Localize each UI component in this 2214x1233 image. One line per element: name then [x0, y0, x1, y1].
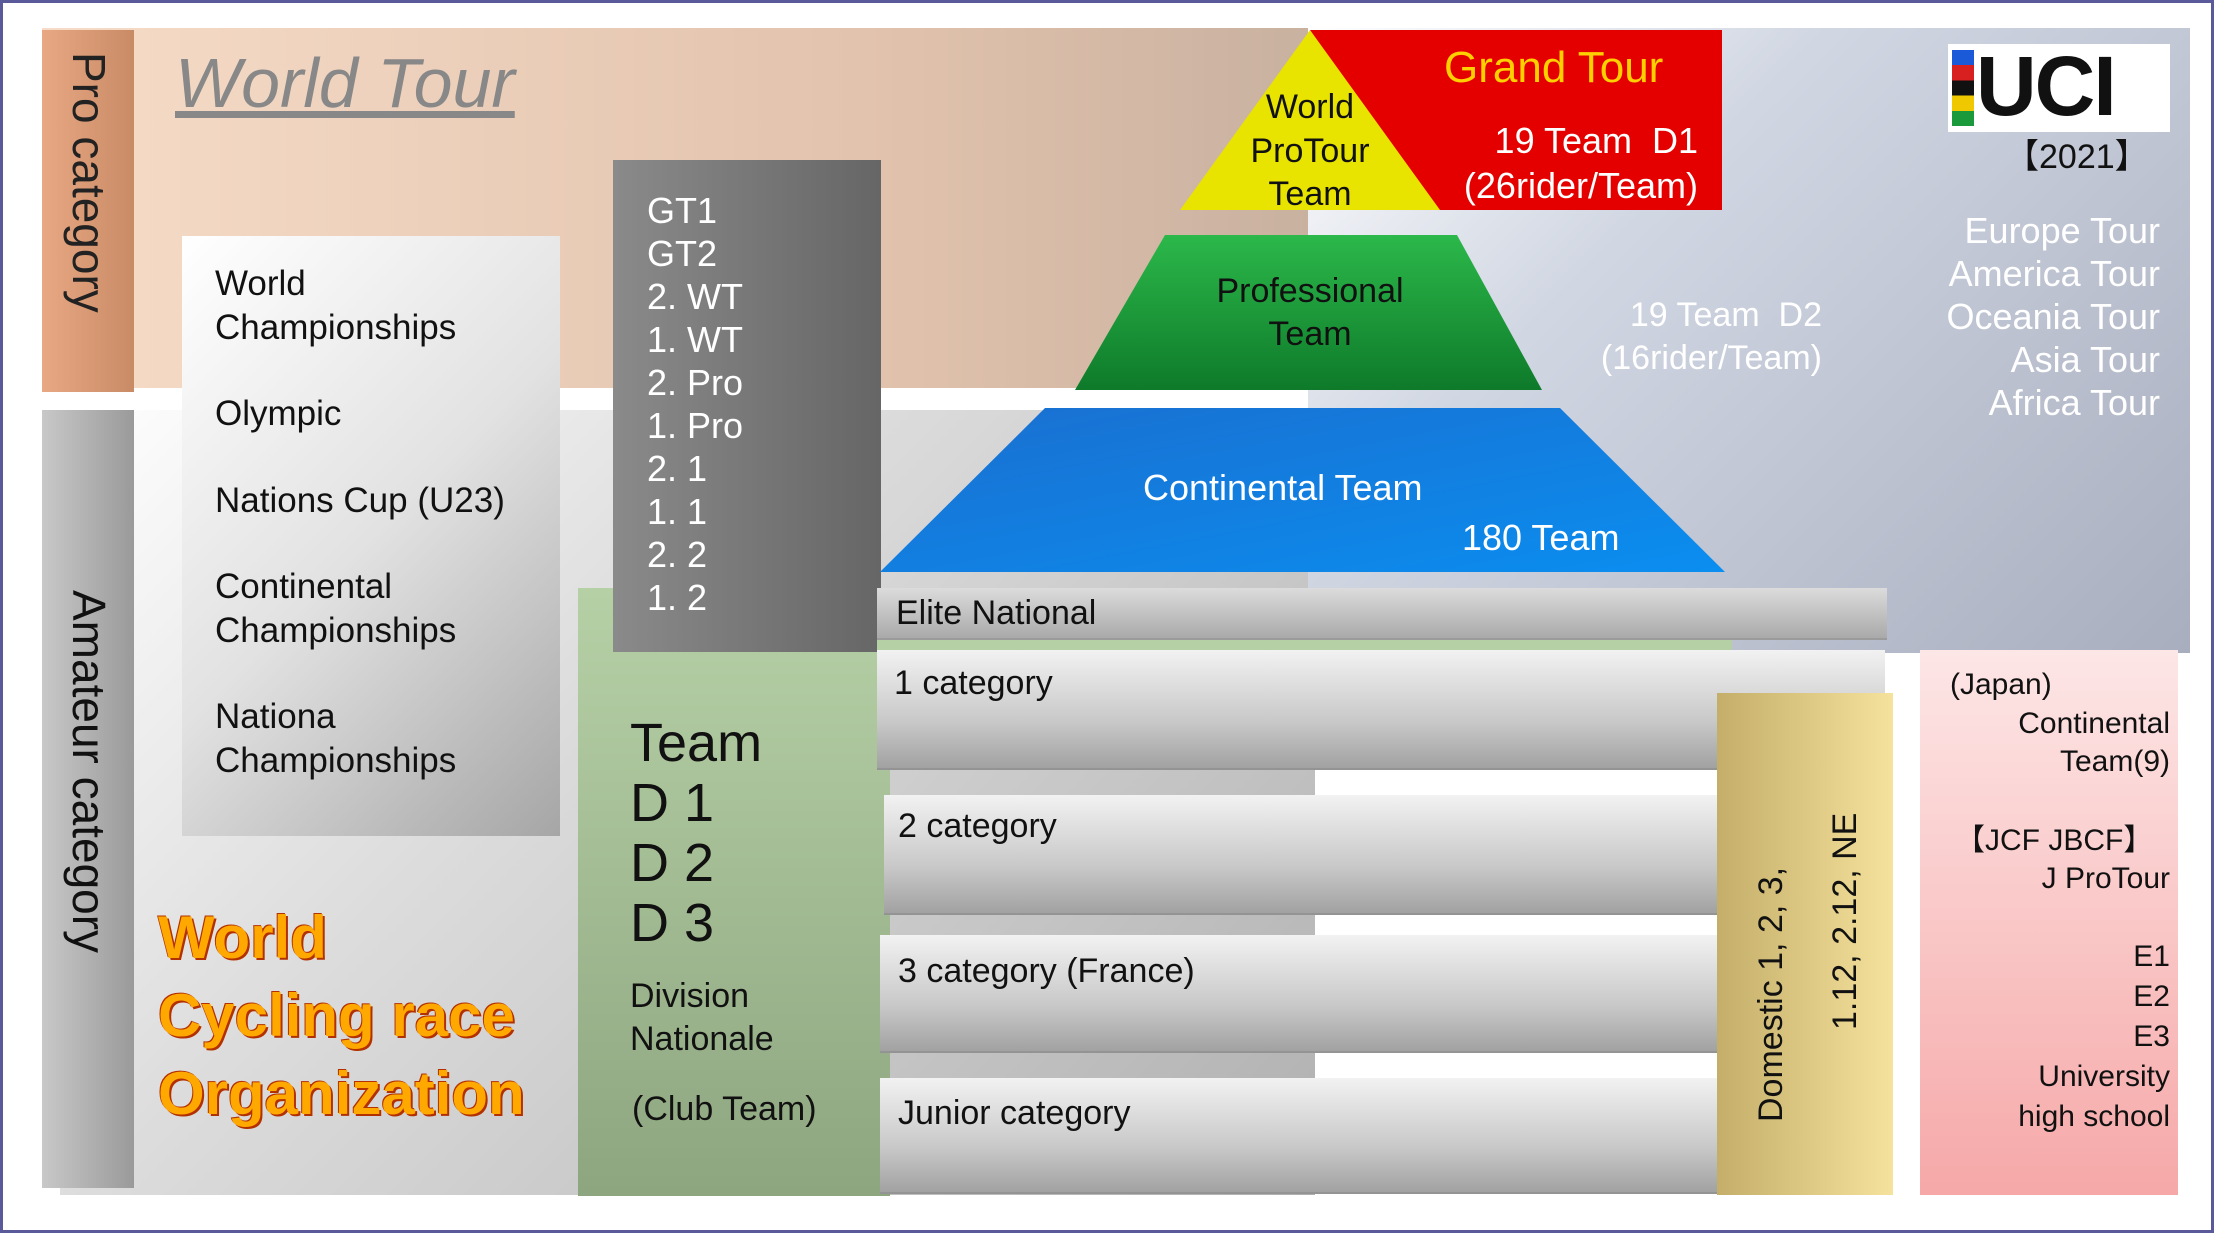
race-class-item: GT2: [647, 233, 718, 274]
club-team-line-3: D 2: [630, 833, 715, 893]
race-class-item: 1. WT: [647, 319, 743, 360]
competition-continental-championships: Continental Championships: [215, 567, 457, 650]
category-label-1: 1 category: [894, 664, 1053, 702]
grand-tour-detail: 19 Team D1 (26rider/Team): [1463, 120, 1698, 206]
race-class-item: 2. 2: [647, 534, 708, 575]
category-label-2: 2 category: [898, 807, 1057, 845]
organization-line-1: World: [158, 904, 327, 971]
continental-tour-item: Europe Tour: [1964, 210, 2160, 251]
pro-category-box: [42, 30, 134, 392]
category-label-junior: Junior category: [898, 1094, 1131, 1132]
continental-trapezoid: [880, 408, 1725, 572]
japan-box: [1920, 650, 2178, 1195]
club-team-line-1: Team: [630, 713, 763, 773]
protour-triangle: [1180, 30, 1440, 210]
race-class-item: GT1: [647, 190, 718, 231]
club-team-line-2: D 1: [630, 773, 715, 833]
grand-tour-title: Grand Tour: [1444, 43, 1664, 92]
race-class-item: 1. 1: [647, 491, 708, 532]
club-team-line-4: D 3: [630, 893, 715, 953]
domestic-box: [1717, 693, 1893, 1195]
grand-tour-box: [1310, 30, 1722, 210]
organization-line-2: Cycling race: [158, 982, 515, 1049]
club-team-label: (Club Team): [632, 1090, 817, 1128]
professional-label: Professional Team: [1216, 272, 1404, 353]
division-nationale: Division Nationale: [630, 977, 774, 1058]
continental-tour-item: Oceania Tour: [1946, 296, 2160, 337]
race-class-item: 1. Pro: [647, 405, 744, 446]
continental-tour-item: Africa Tour: [1988, 382, 2160, 423]
competition-olympic: Olympic: [215, 394, 342, 433]
amateur-category-box: [42, 410, 134, 1188]
club-team-box: [578, 588, 890, 1196]
continental-count: 180 Team: [1462, 517, 1620, 558]
japan-level-item: E2: [2133, 980, 2170, 1013]
green-strip: [877, 640, 1732, 650]
competition-world-championships: World Championships: [215, 264, 457, 347]
organization-line-3: Organization: [158, 1060, 525, 1127]
japan-continental: Continental Team(9): [2018, 707, 2170, 778]
category-bar-elite: [877, 588, 1887, 640]
japan-level-item: E1: [2133, 940, 2170, 973]
japan-league: 【JCF JBCF】: [1955, 824, 2154, 857]
japan-level-item: E3: [2133, 1020, 2170, 1053]
japan-country: (Japan): [1950, 668, 2052, 701]
uci-logo: UCI: [1948, 40, 2170, 132]
category-label-3: 3 category (France): [898, 952, 1195, 990]
japan-protour: J ProTour: [2041, 862, 2170, 895]
race-class-box: [613, 160, 881, 652]
uci-rainbow-stripes-icon: [1952, 50, 1974, 126]
competition-nations-cup: Nations Cup (U23): [215, 481, 505, 520]
competition-national-championships: Nationa Championships: [215, 697, 457, 780]
continental-label: Continental Team: [1143, 467, 1423, 508]
uci-logo-text: UCI: [1976, 39, 2117, 133]
protour-label: World ProTour Team: [1250, 88, 1370, 214]
category-label-elite: Elite National: [896, 594, 1097, 632]
world-tour-title: World Tour: [175, 44, 515, 122]
competitions-box: [182, 236, 560, 836]
continental-tour-item: America Tour: [1948, 253, 2160, 294]
japan-level-item: University: [2038, 1060, 2170, 1093]
professional-trapezoid: [1075, 235, 1542, 390]
race-class-item: 2. Pro: [647, 362, 744, 403]
race-class-item: 1. 2: [647, 577, 708, 618]
professional-detail: 19 Team D2 (16rider/Team): [1600, 296, 1822, 377]
race-class-item: 2. WT: [647, 276, 743, 317]
japan-level-item: high school: [2018, 1100, 2170, 1133]
continental-tour-item: Asia Tour: [2010, 339, 2160, 380]
uci-year: 【2021】: [2005, 138, 2149, 176]
race-class-item: 2. 1: [647, 448, 708, 489]
